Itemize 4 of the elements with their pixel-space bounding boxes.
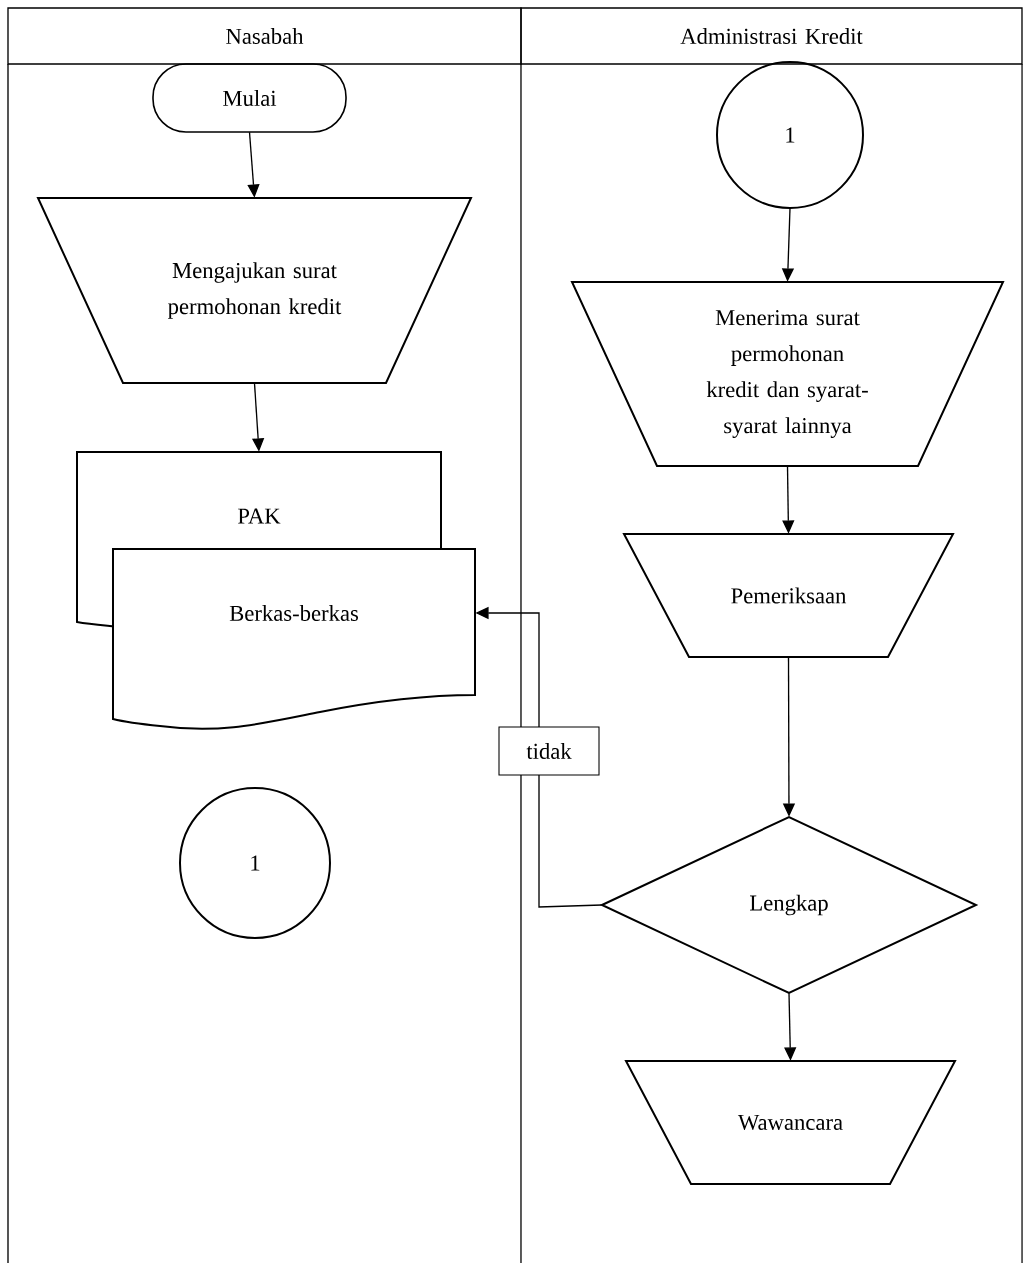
- start-terminator: Mulai: [152, 63, 347, 133]
- edge-label: tidak: [498, 726, 600, 776]
- column-header: Administrasi Kredit: [520, 7, 1023, 65]
- column-header: Nasabah: [7, 7, 522, 65]
